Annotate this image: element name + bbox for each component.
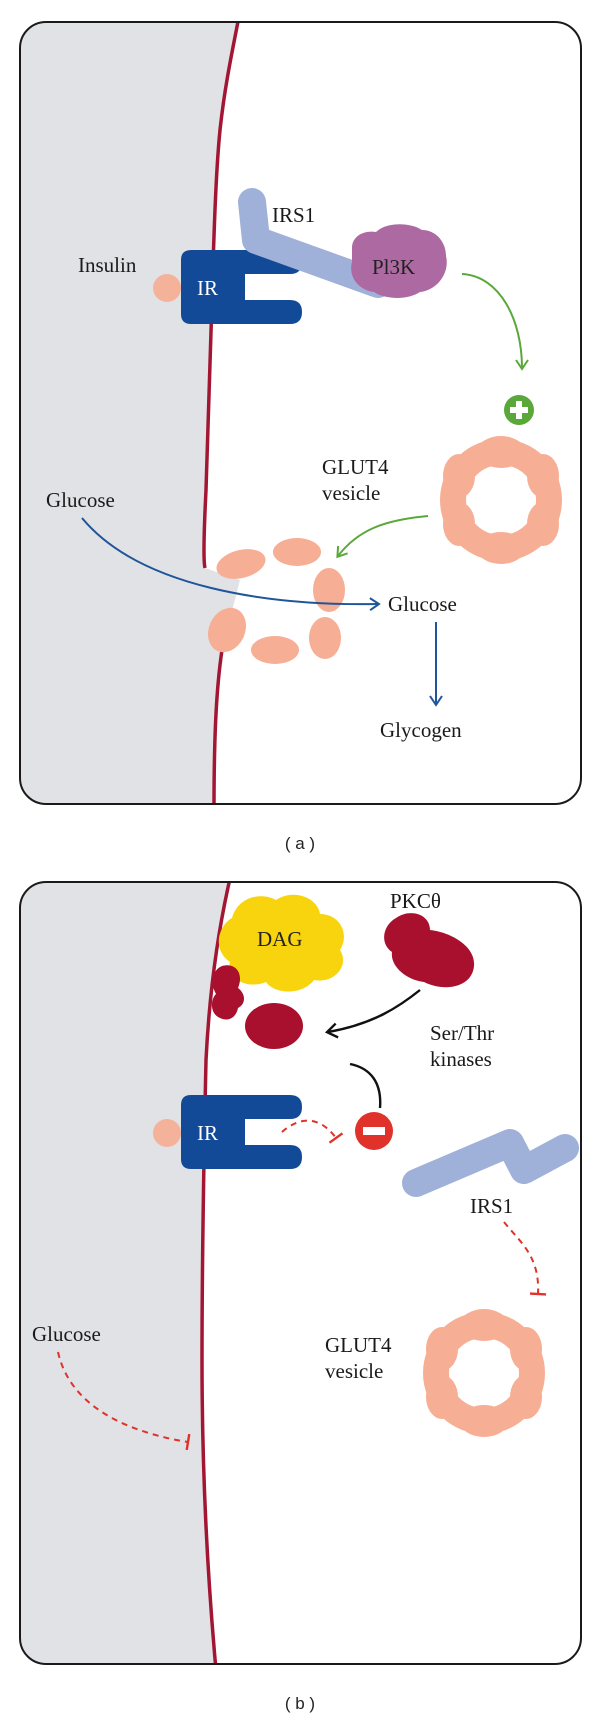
minus-inhibition-icon-bar <box>363 1127 385 1135</box>
pi3k-to-glut4-arrow <box>461 273 529 371</box>
insulin-label: Insulin <box>78 253 137 277</box>
panel-b-caption: ( b ) <box>285 1694 315 1713</box>
ir-label: IR <box>197 276 218 300</box>
glucose-uptake-arrow <box>81 517 381 611</box>
ir-label-b: IR <box>197 1121 218 1145</box>
irs1-label: IRS1 <box>272 203 315 227</box>
panel-a-frame <box>19 21 582 805</box>
glut4-label-line2: vesicle <box>322 481 380 505</box>
glut4-label-b-line1: GLUT4 <box>325 1333 392 1357</box>
panel-b: DAG PKCθ Ser/Thr kinases IR IRS1 <box>19 881 582 1665</box>
insulin-molecule <box>153 274 181 302</box>
glut4-vesicle-b <box>423 1309 545 1437</box>
dag-label: DAG <box>257 927 303 951</box>
glucose-outside-label: Glucose <box>46 488 115 512</box>
pi3k-protein <box>351 224 447 298</box>
glycogen-label: Glycogen <box>380 718 462 742</box>
panel-b-frame <box>19 881 582 1665</box>
glucose-label-b: Glucose <box>32 1322 101 1346</box>
insulin-receptor <box>181 250 302 324</box>
pkc-membrane-bound <box>211 965 244 1020</box>
cell-membrane-b <box>200 882 234 1664</box>
insulin-receptor-b <box>181 1095 302 1169</box>
pkc-activation-arrow <box>324 989 421 1039</box>
pkc-theta <box>384 913 475 988</box>
pkc-theta-label: PKCθ <box>390 889 441 913</box>
extracellular-space-b <box>20 882 232 1664</box>
irs1-to-glut4-dashed <box>503 1221 547 1296</box>
pkc-membrane-bound-lobe <box>245 1003 303 1049</box>
insulin-molecule-b <box>153 1119 181 1147</box>
vesicle-to-membrane-arrow <box>336 515 429 559</box>
irs1-label-b: IRS1 <box>470 1194 513 1218</box>
plus-activation-icon-v <box>516 401 522 419</box>
glut4-vesicle <box>440 436 562 564</box>
glucose-inside-label: Glucose <box>388 592 457 616</box>
panel-a: Insulin IR IRS1 Pl3K GLUT4 vesicle <box>19 21 582 805</box>
extracellular-space <box>20 22 242 804</box>
cell-membrane-lower <box>212 649 224 804</box>
pi3k-label: Pl3K <box>372 255 415 279</box>
ir-inhibition-dashed <box>281 1119 344 1144</box>
kinase-to-inhibitor-line <box>349 1062 382 1109</box>
glut4-label-line1: GLUT4 <box>322 455 389 479</box>
irs1-protein-b <box>402 1129 579 1197</box>
irs1-protein <box>238 188 392 298</box>
ser-thr-label-line2: kinases <box>430 1047 492 1071</box>
dag-blob <box>218 894 344 992</box>
panel-a-caption: ( a ) <box>285 834 315 853</box>
ser-thr-label-line1: Ser/Thr <box>430 1021 494 1045</box>
glut4-transporter-membrane <box>208 538 345 664</box>
glut4-label-b-line2: vesicle <box>325 1359 383 1383</box>
glucose-inhibition-dashed <box>57 1351 191 1451</box>
